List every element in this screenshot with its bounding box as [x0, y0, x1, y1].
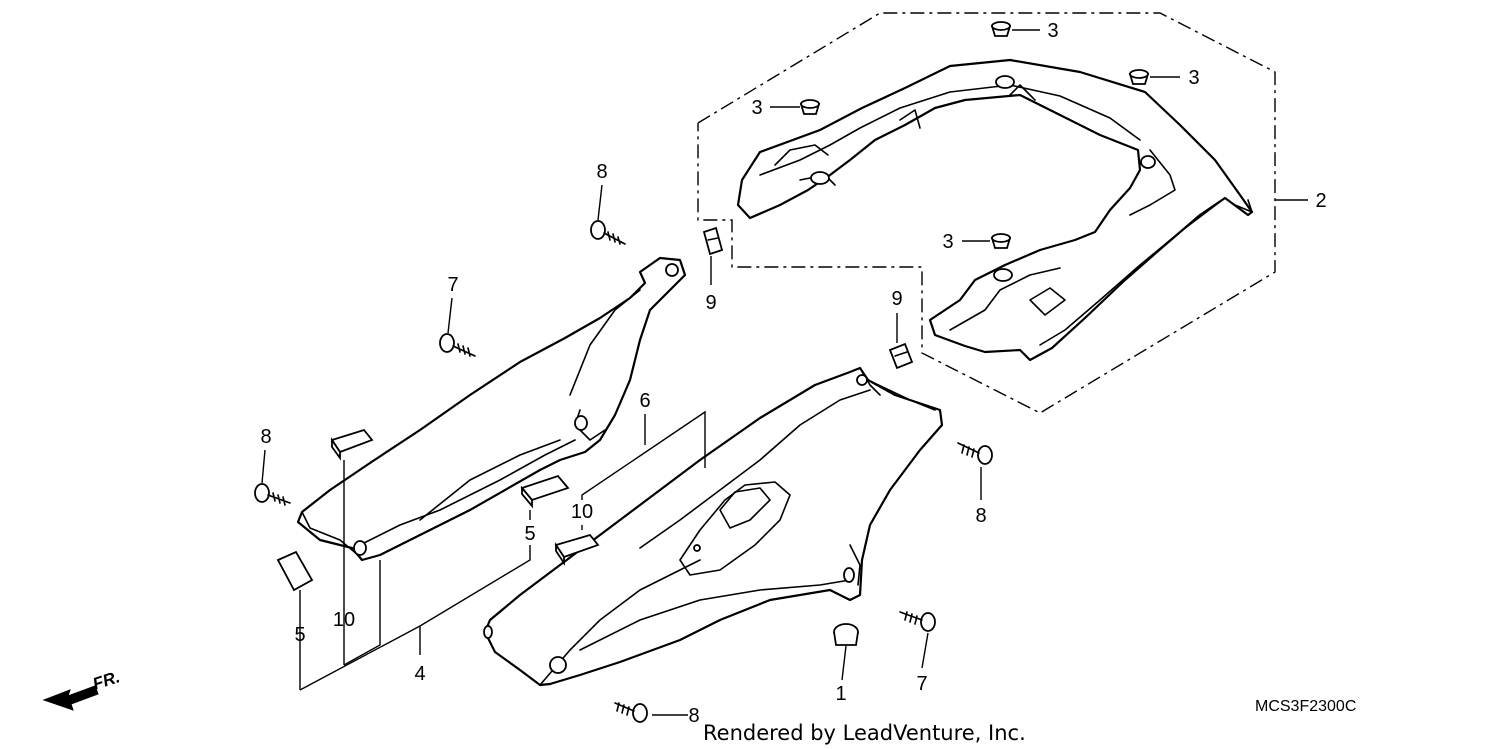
- callout-8b: 8: [260, 426, 271, 448]
- bolt-8b: [254, 483, 291, 506]
- front-direction-arrow: FR.: [42, 667, 122, 711]
- bolt-8d: [614, 702, 648, 723]
- screw-7a: [439, 333, 476, 357]
- cushion-5b: [276, 550, 314, 592]
- clip-9b: [888, 342, 914, 370]
- callout-3d: 3: [942, 231, 953, 253]
- render-credit: Rendered by LeadVenture, Inc.: [703, 721, 1026, 745]
- left-side-cover: [296, 256, 687, 562]
- callout-8d: 8: [688, 705, 699, 727]
- grommet-3c: [799, 99, 821, 115]
- callout-8a: 8: [596, 161, 607, 183]
- grab-rail: [736, 58, 1254, 362]
- callout-4: 4: [414, 663, 425, 685]
- callout-9b: 9: [891, 288, 902, 310]
- callout-3a: 3: [1047, 20, 1058, 42]
- callout-5b: 5: [294, 624, 305, 646]
- callout-3b: 3: [1188, 67, 1199, 89]
- cushion-5a: [520, 474, 570, 509]
- callout-5a: 5: [524, 523, 535, 545]
- front-direction-label: FR.: [90, 667, 122, 694]
- grommet-3d: [990, 233, 1012, 249]
- callout-9a: 9: [705, 292, 716, 314]
- grab-rail-assembly: [697, 12, 1276, 414]
- callout-10a: 10: [333, 609, 355, 631]
- callout-labels: 1 2 3 3 3 3 4 5 5 6 7 7 8 8 8 8 9 9 10 1…: [260, 20, 1326, 727]
- callout-7b: 7: [916, 673, 927, 695]
- cushion-10a: [330, 428, 374, 461]
- callout-8c: 8: [975, 505, 986, 527]
- cap-1: [833, 623, 859, 646]
- bolt-8a: [590, 220, 626, 245]
- bolt-8c: [957, 442, 993, 465]
- callout-1: 1: [835, 683, 846, 705]
- left-cover-body: [296, 256, 687, 562]
- right-side-cover: [483, 366, 944, 687]
- grommet-3b: [1128, 69, 1150, 85]
- cushion-10b: [554, 533, 600, 566]
- leader-lines: [261, 29, 1308, 716]
- callout-7a: 7: [447, 274, 458, 296]
- assembly-boundary: [697, 12, 1276, 414]
- callout-2: 2: [1315, 190, 1326, 212]
- right-cover-body: [483, 366, 944, 687]
- diagram-code: MCS3F2300C: [1255, 698, 1356, 715]
- grommet-3a: [990, 21, 1012, 37]
- callout-10b: 10: [571, 501, 593, 523]
- callout-6: 6: [639, 390, 650, 412]
- callout-3c: 3: [751, 97, 762, 119]
- screw-7b: [899, 611, 936, 632]
- clip-9a: [702, 226, 724, 256]
